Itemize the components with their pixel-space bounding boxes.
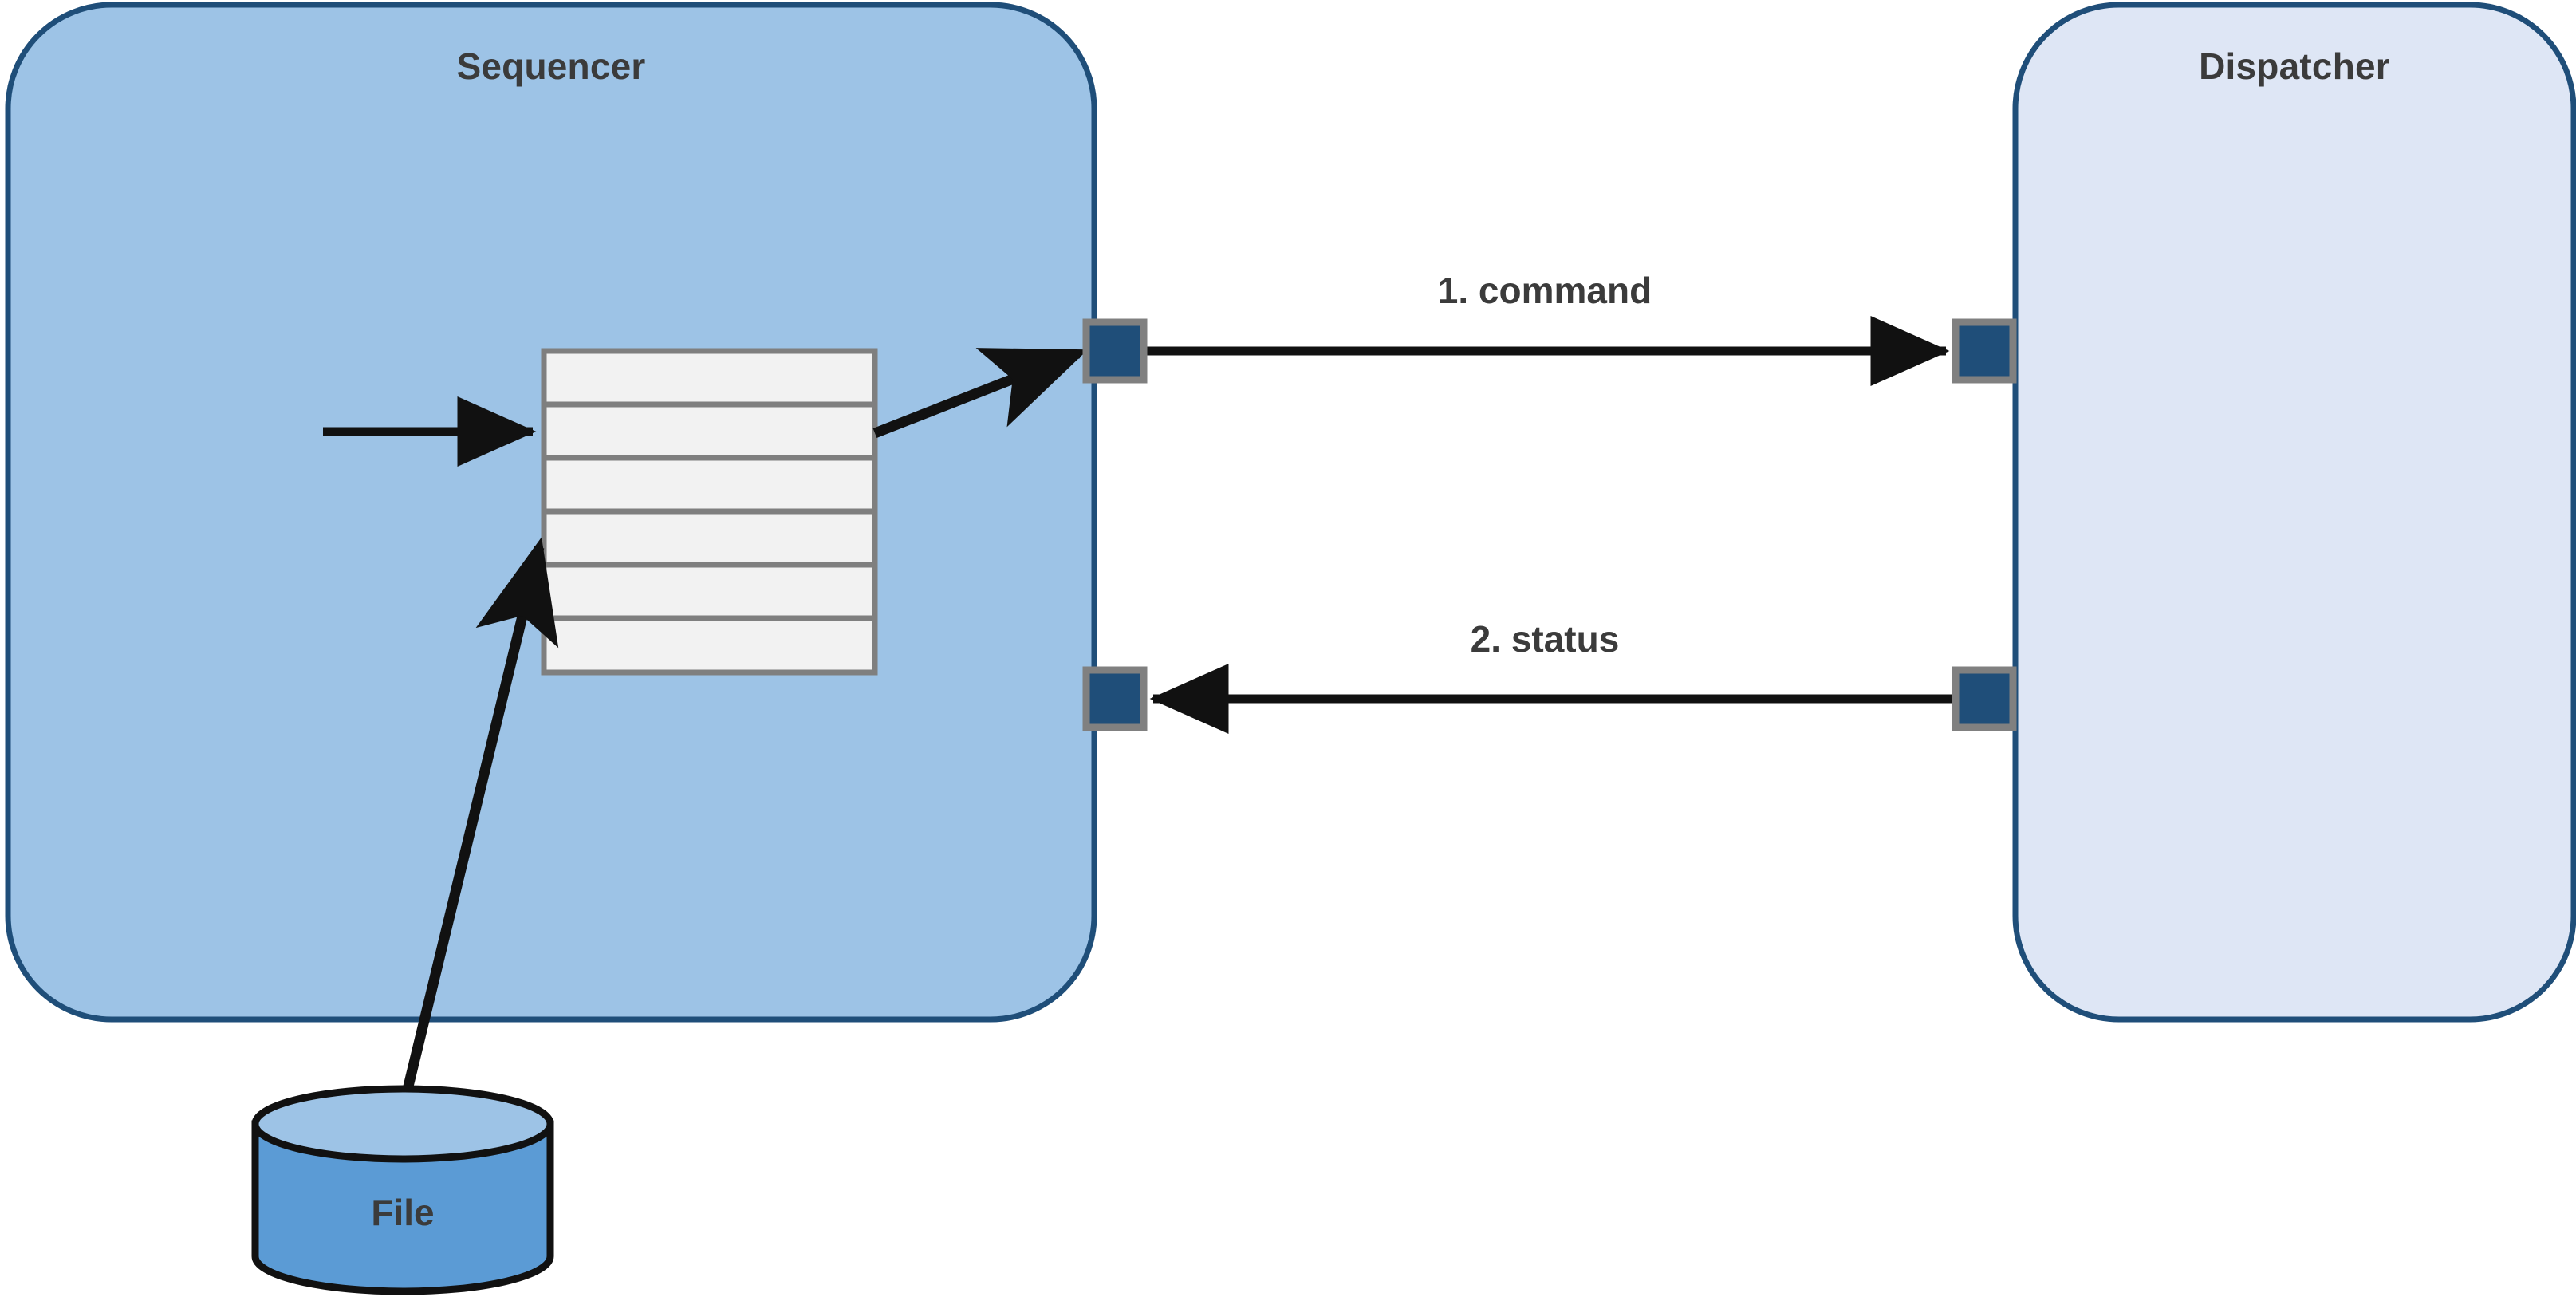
dispatcher-command-in-port[interactable]: [1952, 318, 2017, 384]
queue-row: [541, 508, 878, 568]
file-to-queue-arrow: [401, 537, 559, 1094]
file-cylinder-body: [251, 1120, 554, 1295]
queue-row: [541, 401, 878, 461]
dispatcher-status-out-port[interactable]: [1952, 666, 2017, 731]
file-cylinder[interactable]: [251, 1085, 554, 1295]
queue-row: [541, 615, 878, 676]
file-cylinder-top: [251, 1085, 554, 1163]
queue-table[interactable]: [541, 348, 878, 676]
sequencer-status-in-port[interactable]: [1082, 666, 1148, 731]
dispatcher-box[interactable]: [2012, 2, 2576, 1023]
queue-to-command-port-arrow: [872, 348, 1089, 439]
queue-row: [541, 348, 878, 408]
queue-row: [541, 562, 878, 621]
queue-row: [541, 455, 878, 515]
sequencer-command-out-port[interactable]: [1082, 318, 1148, 384]
